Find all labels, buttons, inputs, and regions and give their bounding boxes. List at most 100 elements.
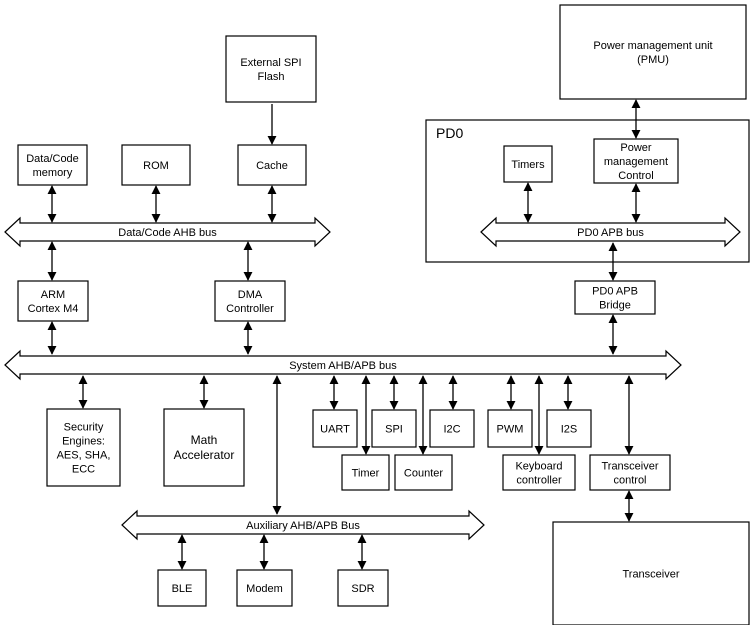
ble-block: BLE — [157, 569, 207, 607]
system-ahb-apb-bus: System AHB/APB bus — [4, 349, 682, 381]
spi-label-line-1: SPI — [385, 424, 403, 436]
dma-controller-label-line-1: DMA — [238, 289, 263, 301]
timer-box — [341, 454, 390, 491]
blocks: External SPI Flash Power management unit (P… — [17, 4, 750, 625]
math-accelerator-label-line-2: Accelerator — [174, 448, 235, 462]
cache-block: Cache — [237, 144, 307, 186]
pmu-label-line-1: Power management unit — [593, 40, 712, 52]
sdr-box — [337, 569, 389, 607]
uart-block: UART — [312, 409, 358, 448]
spi-block: SPI — [371, 409, 417, 448]
security-engines-box — [46, 408, 121, 487]
external-spi-flash-label-line-2: Flash — [258, 71, 285, 83]
power-management-control-label-line-2: management — [604, 156, 668, 168]
pwm-box — [487, 409, 533, 448]
transceiver-box — [552, 521, 750, 625]
pd0-apb-bus-shape — [480, 216, 741, 248]
auxiliary-ahb-apb-bus-label: Auxiliary AHB/APB Bus — [246, 520, 360, 532]
external-spi-flash-block: External SPI Flash — [225, 35, 317, 103]
data-code-memory-box — [17, 144, 88, 186]
cache-label-line-1: Cache — [256, 160, 288, 172]
keyboard-controller-block: Keyboard controller — [502, 454, 576, 491]
security-engines-label-line-3: AES, SHA, — [57, 450, 111, 462]
external-spi-flash-label-line-1: External SPI — [240, 57, 301, 69]
uart-label-line-1: UART — [320, 424, 350, 436]
system-ahb-apb-bus-shape — [4, 349, 682, 381]
dma-controller-label-line-2: Controller — [226, 303, 274, 315]
security-engines-label-line-1: Security — [64, 422, 104, 434]
rom-label-line-1: ROM — [143, 160, 169, 172]
security-engines-label-line-2: Engines: — [62, 436, 105, 448]
sdr-block: SDR — [337, 569, 389, 607]
connections — [47, 99, 641, 570]
keyboard-controller-box — [502, 454, 576, 491]
pd0-apb-bridge-label-line-1: PD0 APB — [592, 286, 638, 298]
modem-box — [236, 569, 293, 607]
arm-cortex-m4-label-line-1: ARM — [41, 289, 65, 301]
data-code-ahb-bus-shape — [4, 216, 331, 248]
pd0-apb-bus: PD0 APB bus — [480, 216, 741, 248]
pd0-apb-bridge-label-line-2: Bridge — [599, 300, 631, 312]
uart-box — [312, 409, 358, 448]
timers-block: Timers — [503, 145, 553, 183]
ble-box — [157, 569, 207, 607]
pmu-box — [559, 4, 747, 100]
arm-cortex-m4-label-line-2: Cortex M4 — [28, 303, 79, 315]
pd0-apb-bridge-box — [574, 280, 656, 315]
pwm-label-line-1: PWM — [497, 424, 524, 436]
modem-block: Modem — [236, 569, 293, 607]
i2c-block: I2C — [429, 409, 475, 448]
dma-controller-box — [214, 280, 286, 322]
timer-label-line-1: Timer — [352, 468, 380, 480]
arm-cortex-m4-block: ARM Cortex M4 — [17, 280, 89, 322]
modem-label-line-1: Modem — [246, 583, 283, 595]
pmu-label-line-2: (PMU) — [637, 54, 669, 66]
keyboard-controller-label-line-2: controller — [516, 475, 562, 487]
counter-block: Counter — [394, 454, 453, 491]
transceiver-control-box — [589, 454, 671, 491]
pwm-block: PWM — [487, 409, 533, 448]
power-management-control-label-line-3: Control — [618, 170, 653, 182]
i2s-box — [546, 409, 592, 448]
timers-box — [503, 145, 553, 183]
rom-box — [121, 144, 191, 186]
arm-cortex-m4-box — [17, 280, 89, 322]
sdr-label-line-1: SDR — [351, 583, 374, 595]
timers-label-line-1: Timers — [511, 159, 545, 171]
spi-box — [371, 409, 417, 448]
transceiver-control-label-line-2: control — [613, 475, 646, 487]
power-management-control-box — [593, 138, 679, 184]
data-code-ahb-bus: Data/Code AHB bus — [4, 216, 331, 248]
i2s-label-line-1: I2S — [561, 424, 578, 436]
math-accelerator-box — [163, 408, 245, 487]
data-code-ahb-bus-label: Data/Code AHB bus — [118, 227, 217, 239]
pd0-domain-label-line-1: PD0 — [436, 125, 463, 141]
data-code-memory-label-line-2: memory — [33, 167, 73, 179]
auxiliary-ahb-apb-bus: Auxiliary AHB/APB Bus — [121, 509, 485, 541]
i2c-label-line-1: I2C — [443, 424, 460, 436]
transceiver-block: Transceiver — [552, 521, 750, 625]
transceiver-label-line-1: Transceiver — [622, 569, 679, 581]
external-spi-flash-box — [225, 35, 317, 103]
dma-controller-block: DMA Controller — [214, 280, 286, 322]
math-accelerator-label-line-1: Math — [191, 433, 218, 447]
keyboard-controller-label-line-1: Keyboard — [515, 461, 562, 473]
counter-box — [394, 454, 453, 491]
i2s-block: I2S — [546, 409, 592, 448]
rom-block: ROM — [121, 144, 191, 186]
data-code-memory-block: Data/Code memory — [17, 144, 88, 186]
counter-label-line-1: Counter — [404, 468, 443, 480]
system-ahb-apb-bus-label: System AHB/APB bus — [289, 360, 397, 372]
cache-box — [237, 144, 307, 186]
auxiliary-ahb-apb-bus-shape — [121, 509, 485, 541]
data-code-memory-label-line-1: Data/Code — [26, 153, 79, 165]
power-management-control-label-line-1: Power — [620, 142, 652, 154]
i2c-box — [429, 409, 475, 448]
security-engines-label-line-4: ECC — [72, 464, 95, 476]
